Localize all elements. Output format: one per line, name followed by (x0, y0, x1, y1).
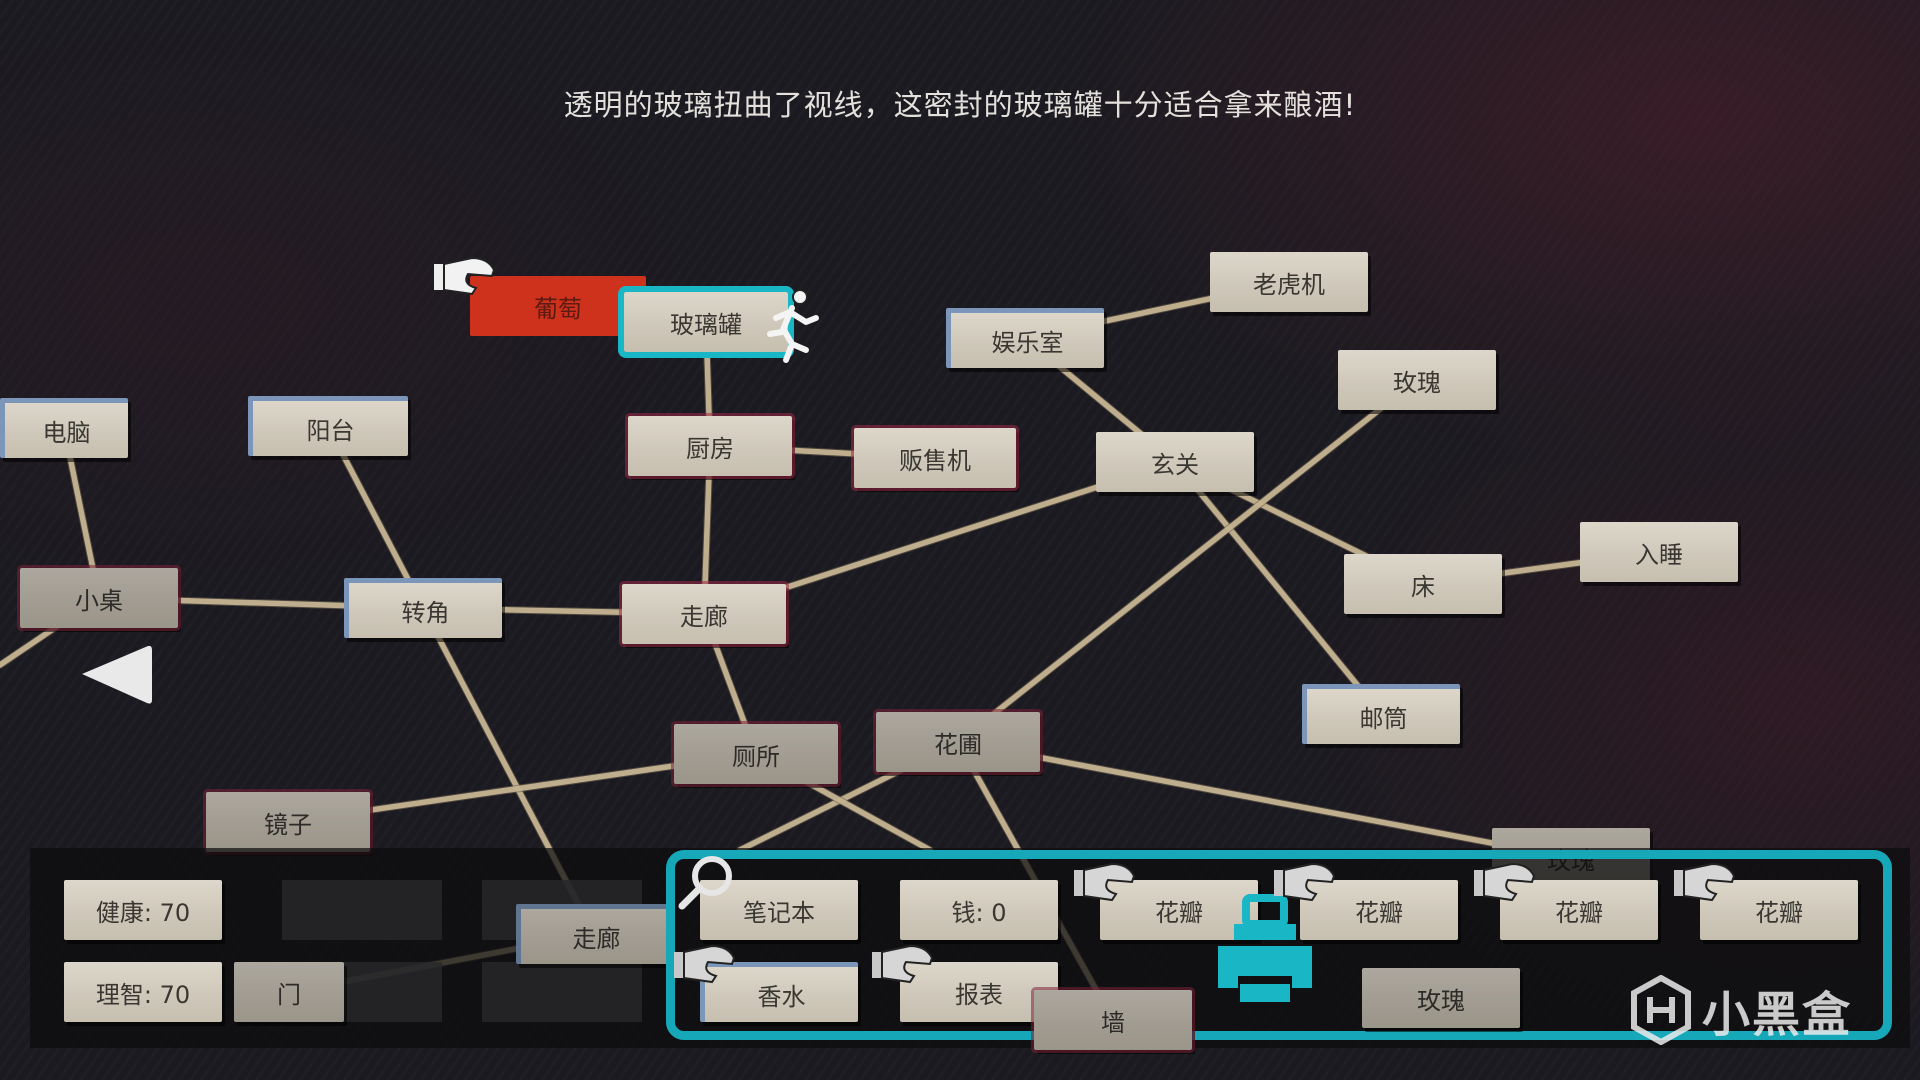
printer-icon[interactable] (1210, 890, 1320, 1010)
card-bed[interactable]: 床 (1344, 554, 1502, 614)
item-petal-4[interactable]: 花瓣 (1700, 880, 1858, 940)
card-garden-label: 花圃 (934, 730, 982, 759)
grab-hand-icon (1674, 862, 1736, 902)
card-garden[interactable]: 花圃 (876, 712, 1040, 772)
card-toilet[interactable]: 厕所 (674, 724, 838, 784)
card-corner[interactable]: 转角 (344, 578, 502, 638)
card-balcony-label: 阳台 (306, 417, 355, 445)
card-sleep[interactable]: 入睡 (1580, 522, 1738, 582)
card-rose-2-label: 玫瑰 (1417, 986, 1465, 1015)
running-man-icon[interactable] (762, 288, 820, 364)
item-newspaper[interactable]: 报表 (900, 962, 1058, 1022)
empty-slot (482, 962, 642, 1022)
card-glass-jar[interactable]: 玻璃罐 (618, 286, 794, 358)
watermark-text: 小黑盒 (1702, 987, 1853, 1043)
grab-hand-icon (1274, 862, 1336, 902)
card-balcony[interactable]: 阳台 (248, 396, 408, 456)
health-stat-label: 健康: 70 (95, 898, 191, 927)
item-petal-1-label: 花瓣 (1155, 898, 1203, 927)
card-slot-machine[interactable]: 老虎机 (1210, 252, 1368, 312)
item-money-label: 钱: 0 (951, 898, 1007, 927)
rope-line (954, 738, 1575, 862)
card-corridor[interactable]: 走廊 (622, 584, 786, 644)
rope-line (955, 739, 1574, 861)
sanity-stat-label: 理智: 70 (95, 980, 191, 1009)
card-mirror[interactable]: 镜子 (206, 792, 370, 852)
card-entrance-label: 玄关 (1151, 450, 1199, 479)
card-kitchen-label: 厨房 (686, 434, 734, 463)
item-petal-1[interactable]: 花瓣 (1100, 880, 1258, 940)
card-vending-machine[interactable]: 贩售机 (854, 428, 1016, 488)
card-corridor-label: 走廊 (680, 602, 728, 631)
card-rose-1-label: 玫瑰 (1393, 368, 1441, 397)
card-toilet-label: 厕所 (732, 742, 780, 771)
grab-hand-icon (674, 944, 736, 984)
card-mailbox[interactable]: 邮筒 (1302, 684, 1460, 744)
card-corridor-2-label: 走廊 (572, 925, 621, 953)
health-stat: 健康: 70 (64, 880, 222, 940)
grab-hand-icon (872, 944, 934, 984)
item-petal-2-label: 花瓣 (1355, 898, 1403, 927)
card-rose-1[interactable]: 玫瑰 (1338, 350, 1496, 410)
card-kitchen[interactable]: 厨房 (628, 416, 792, 476)
grab-hand-icon (434, 256, 496, 296)
item-perfume-label: 香水 (757, 983, 806, 1011)
card-entertainment-room-label: 娱乐室 (991, 329, 1064, 357)
item-petal-3[interactable]: 花瓣 (1500, 880, 1658, 940)
card-door-label: 门 (277, 980, 301, 1009)
card-glass-jar-label: 玻璃罐 (670, 310, 742, 339)
card-small-table-label: 小桌 (75, 586, 123, 615)
card-vending-machine-label: 贩售机 (899, 446, 971, 475)
inventory-panel (666, 850, 1892, 1040)
item-notebook-label: 笔记本 (743, 898, 815, 927)
grab-hand-icon (1474, 862, 1536, 902)
xiaoheihe-logo-icon (1631, 975, 1691, 1045)
card-grape[interactable]: 葡萄 (470, 276, 646, 336)
card-slot-machine-label: 老虎机 (1253, 270, 1325, 299)
item-notebook[interactable]: 笔记本 (700, 880, 858, 940)
sanity-stat: 理智: 70 (64, 962, 222, 1022)
magnifier-icon[interactable] (672, 850, 738, 916)
card-small-table[interactable]: 小桌 (20, 568, 178, 628)
card-bed-label: 床 (1411, 572, 1435, 601)
card-corridor-2[interactable]: 走廊 (516, 904, 672, 964)
card-computer[interactable]: 电脑 (0, 398, 128, 458)
card-sleep-label: 入睡 (1635, 540, 1683, 569)
watermark: 小黑盒 (1630, 975, 1852, 1045)
grab-hand-icon (1074, 862, 1136, 902)
card-mirror-label: 镜子 (264, 810, 312, 839)
item-petal-4-label: 花瓣 (1755, 898, 1803, 927)
card-grape-label: 葡萄 (534, 294, 582, 323)
hint-text: 透明的玻璃扭曲了视线，这密封的玻璃罐十分适合拿来酿酒! (563, 88, 1357, 122)
card-mailbox-label: 邮筒 (1359, 705, 1408, 733)
card-rose-2[interactable]: 玫瑰 (1362, 968, 1520, 1028)
card-computer-label: 电脑 (42, 419, 91, 447)
item-petal-2[interactable]: 花瓣 (1300, 880, 1458, 940)
item-money[interactable]: 钱: 0 (900, 880, 1058, 940)
card-wall[interactable]: 墙 (1034, 990, 1192, 1050)
item-newspaper-label: 报表 (955, 980, 1003, 1009)
card-wall-label: 墙 (1101, 1008, 1125, 1037)
card-corner-label: 转角 (401, 599, 450, 627)
item-perfume[interactable]: 香水 (700, 962, 858, 1022)
card-door[interactable]: 门 (234, 962, 344, 1022)
empty-slot (282, 880, 442, 940)
item-petal-3-label: 花瓣 (1555, 898, 1603, 927)
card-entertainment-room[interactable]: 娱乐室 (946, 308, 1104, 368)
back-arrow-icon[interactable] (78, 640, 154, 706)
card-entrance[interactable]: 玄关 (1096, 432, 1254, 492)
